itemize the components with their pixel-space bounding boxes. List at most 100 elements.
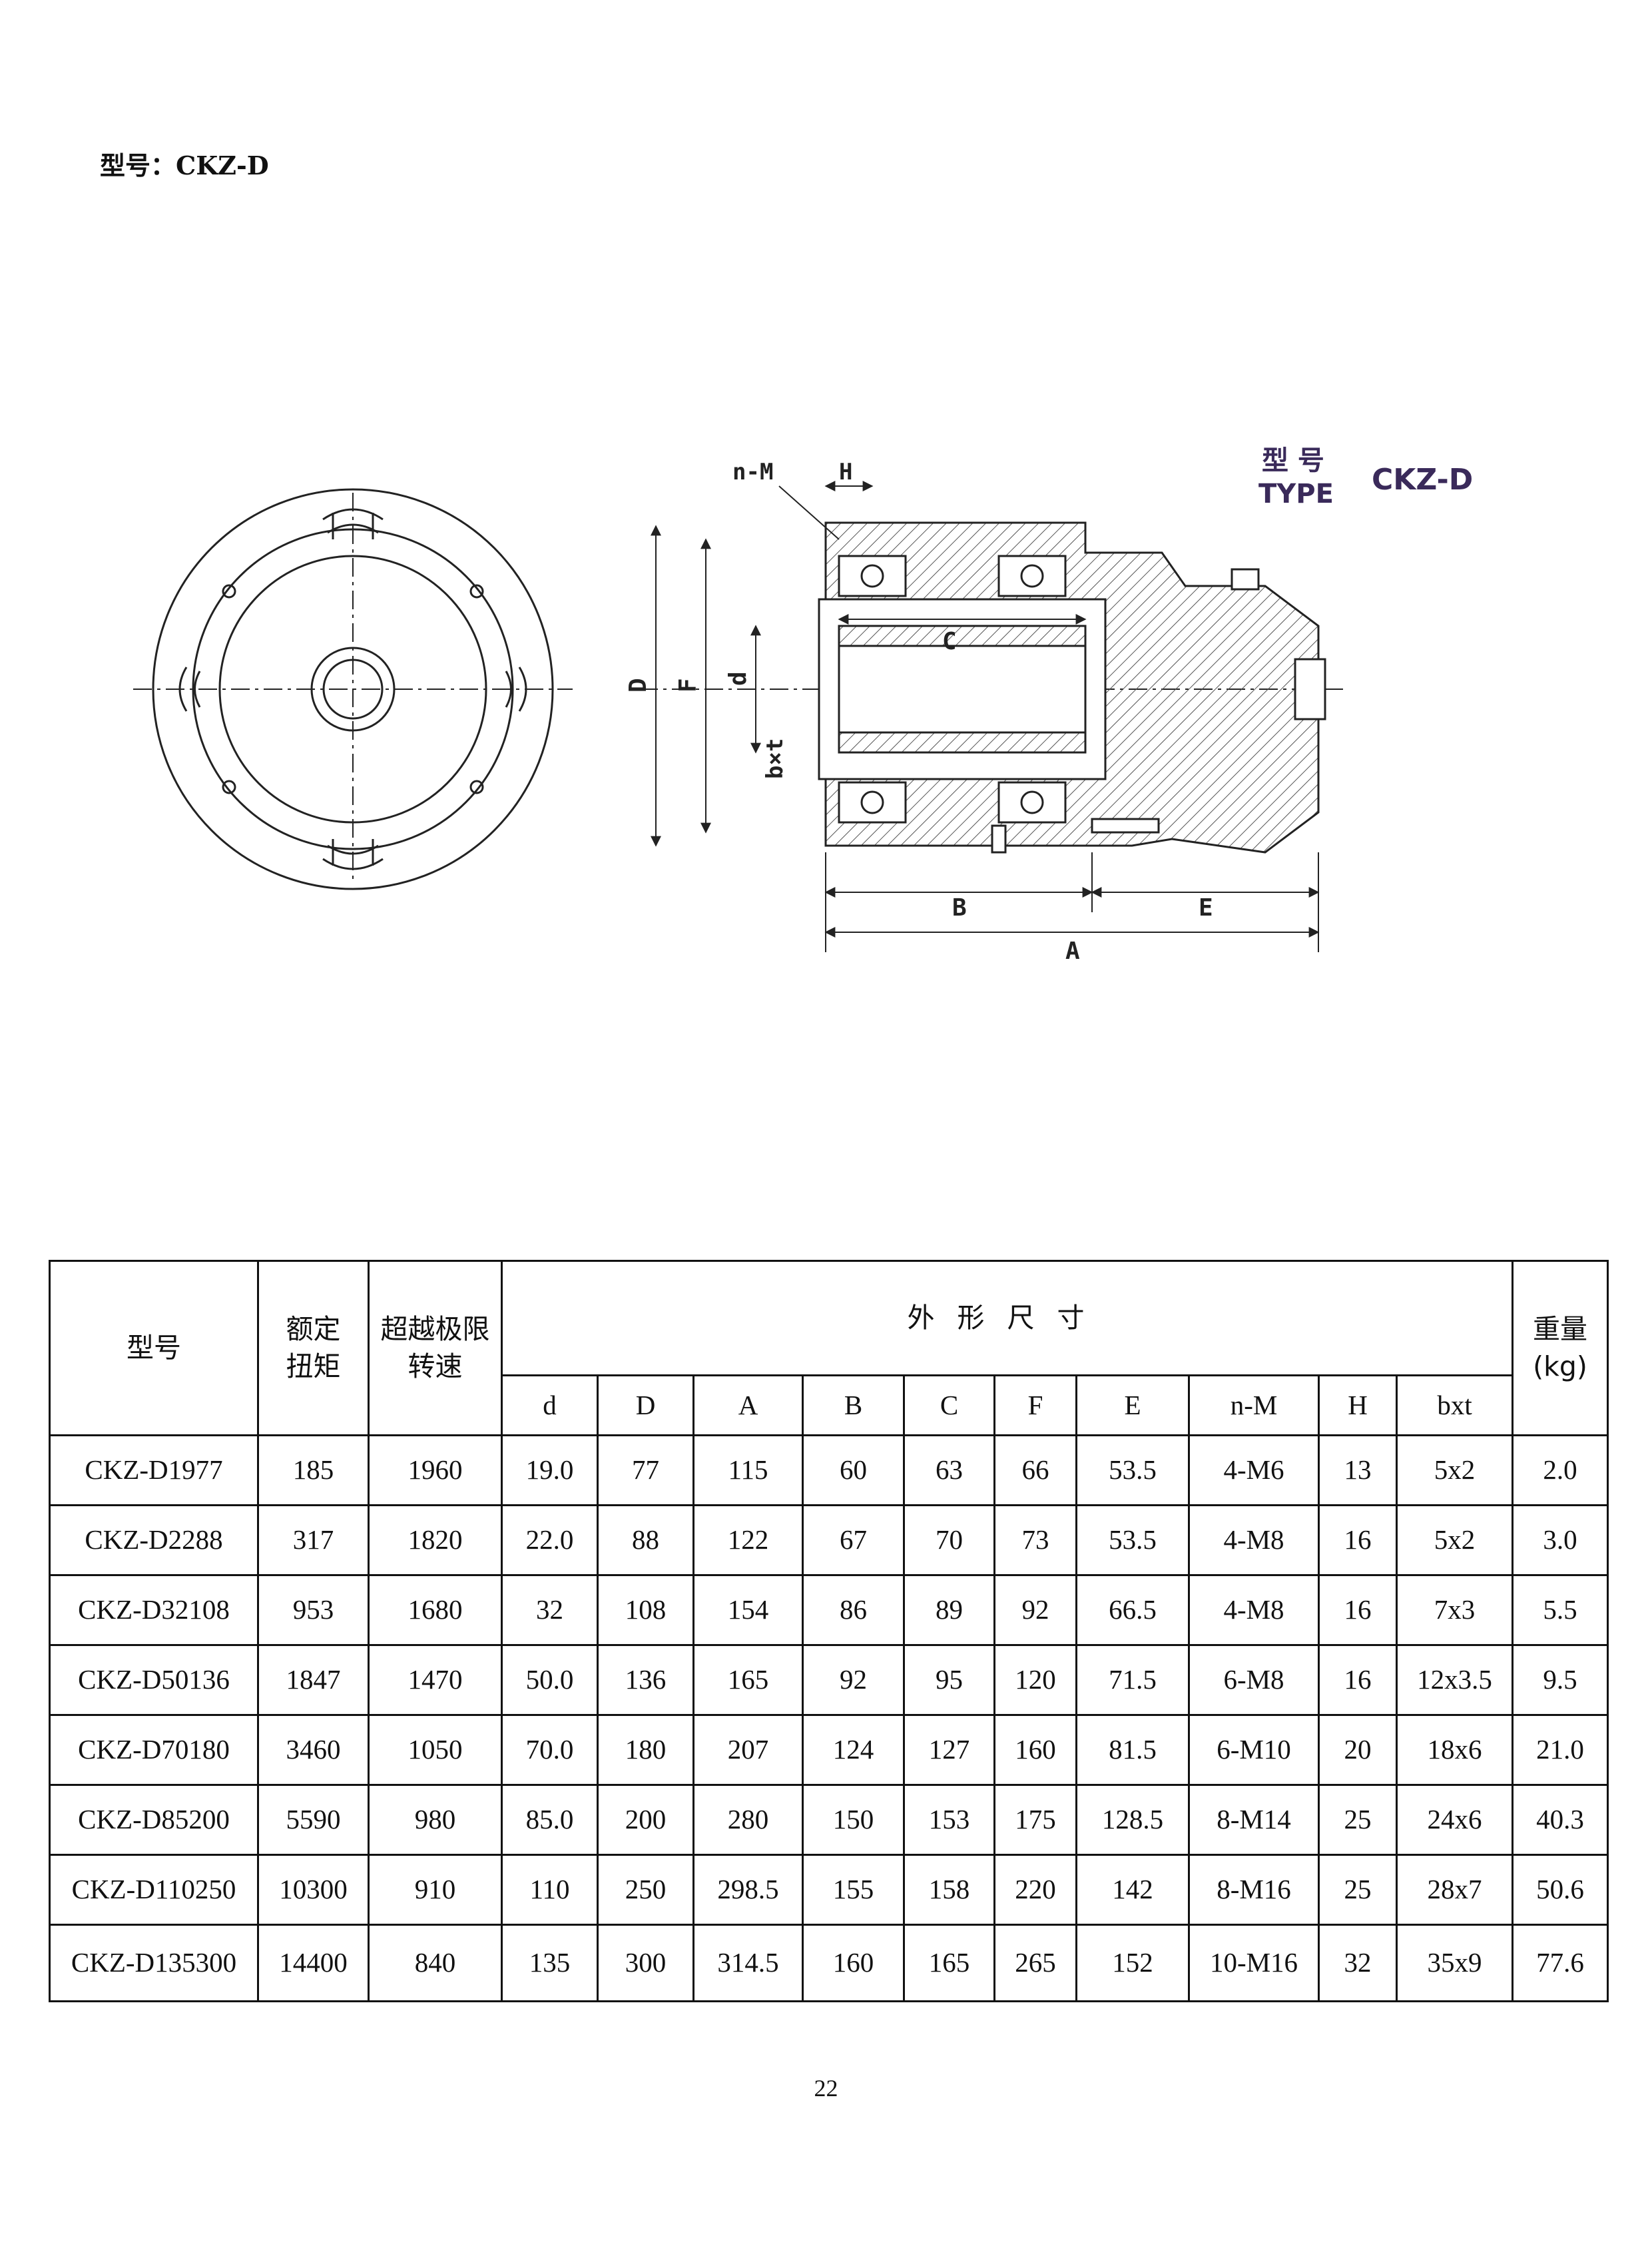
front-view [133, 488, 573, 890]
table-cell: 32 [1318, 1924, 1398, 2002]
table-cell: 200 [597, 1784, 694, 1856]
table-cell: 136 [597, 1644, 694, 1716]
table-cell: 70 [903, 1504, 995, 1576]
header-dim-C: C [903, 1374, 995, 1436]
table-cell: CKZ-D1977 [49, 1434, 259, 1506]
table-cell: 70.0 [501, 1714, 599, 1786]
table-cell: 81.5 [1075, 1714, 1190, 1786]
table-cell: CKZ-D50136 [49, 1644, 259, 1716]
table-cell: CKZ-D32108 [49, 1574, 259, 1646]
table-cell: 5x2 [1395, 1504, 1514, 1576]
table-cell: 207 [692, 1714, 804, 1786]
table-cell: 16 [1318, 1644, 1398, 1716]
header-dim-bxt: bxt [1395, 1374, 1514, 1436]
table-cell: 160 [802, 1924, 905, 2002]
header-speed-line2: 转速 [408, 1350, 463, 1382]
table-cell: 1050 [368, 1714, 503, 1786]
dimension-labels: n-M H D F d b×t C B E A 型 号 TYPE CKZ-D [625, 445, 1473, 965]
table-cell: 124 [802, 1714, 905, 1786]
table-cell: 73 [993, 1504, 1077, 1576]
label-F: F [675, 678, 702, 693]
label-nM: n-M [732, 459, 773, 485]
header-dim-d: d [501, 1374, 599, 1436]
table-cell: 63 [903, 1434, 995, 1506]
table-cell: 25 [1318, 1854, 1398, 1926]
table-cell: 3460 [257, 1714, 370, 1786]
label-H: H [839, 459, 852, 485]
table-cell: CKZ-D135300 [49, 1924, 259, 2002]
table-cell: 298.5 [692, 1854, 804, 1926]
table-cell: 180 [597, 1714, 694, 1786]
table-cell: 18x6 [1395, 1714, 1514, 1786]
table-cell: 158 [903, 1854, 995, 1926]
table-cell: 2.0 [1512, 1434, 1609, 1506]
bearings-bottom [838, 781, 1067, 824]
header-dim-H: H [1318, 1374, 1398, 1436]
table-cell: 110 [501, 1854, 599, 1926]
table-cell: 1680 [368, 1574, 503, 1646]
table-cell: 25 [1318, 1784, 1398, 1856]
label-D: D [625, 678, 652, 693]
type-label-en: TYPE [1258, 479, 1334, 509]
table-cell: 8-M16 [1188, 1854, 1320, 1926]
table-cell: 115 [692, 1434, 804, 1506]
label-C: C [942, 628, 957, 655]
table-cell: 53.5 [1075, 1434, 1190, 1506]
table-cell: 85.0 [501, 1784, 599, 1856]
table-cell: 60 [802, 1434, 905, 1506]
table-cell: 165 [692, 1644, 804, 1716]
type-label-cn: 型 号 [1262, 445, 1324, 476]
table-cell: 20 [1318, 1714, 1398, 1786]
page-heading: 型号：CKZ-D [100, 150, 269, 180]
header-dim-F: F [993, 1374, 1077, 1436]
table-cell: 71.5 [1075, 1644, 1190, 1716]
header-speed-line1: 超越极限 [380, 1313, 490, 1346]
type-value: CKZ-D [1372, 463, 1473, 497]
table-cell: 86 [802, 1574, 905, 1646]
spec-table: 型号 额定 扭矩 超越极限 转速 外形尺寸 重量 (kg) d D A B C … [49, 1260, 1609, 2002]
table-cell: 300 [597, 1924, 694, 2002]
header-dims-group: 外形尺寸 [500, 1260, 1514, 1376]
label-A: A [1065, 938, 1080, 965]
header-torque: 额定 扭矩 [257, 1260, 370, 1436]
table-cell: 127 [903, 1714, 995, 1786]
drawing-canvas: n-M H D F d b×t C B E A 型 号 TYPE CKZ-D [133, 445, 1473, 965]
table-cell: 16 [1318, 1574, 1398, 1646]
table-cell: 32 [501, 1574, 599, 1646]
header-dim-nM: n-M [1188, 1374, 1320, 1436]
section-view [639, 521, 1345, 854]
label-bxt: b×t [762, 738, 788, 779]
table-cell: 16 [1318, 1504, 1398, 1576]
table-cell: 13 [1318, 1434, 1398, 1506]
table-cell: 28x7 [1395, 1854, 1514, 1926]
table-cell: 89 [903, 1574, 995, 1646]
table-cell: 185 [257, 1434, 370, 1506]
table-cell: 22.0 [501, 1504, 599, 1576]
table-cell: 5x2 [1395, 1434, 1514, 1506]
label-B: B [952, 894, 967, 922]
table-cell: 21.0 [1512, 1714, 1609, 1786]
label-d: d [724, 671, 752, 686]
table-cell: 4-M8 [1188, 1504, 1320, 1576]
table-cell: 154 [692, 1574, 804, 1646]
table-cell: 53.5 [1075, 1504, 1190, 1576]
outer-flange-circle [152, 488, 554, 890]
header-weight-line1: 重量 [1533, 1313, 1588, 1346]
table-cell: 92 [993, 1574, 1077, 1646]
table-cell: 108 [597, 1574, 694, 1646]
table-cell: 66 [993, 1434, 1077, 1506]
table-cell: CKZ-D110250 [49, 1854, 259, 1926]
table-cell: 67 [802, 1504, 905, 1576]
table-cell: 8-M14 [1188, 1784, 1320, 1856]
table-cell: 5.5 [1512, 1574, 1609, 1646]
table-cell: 153 [903, 1784, 995, 1856]
header-torque-line2: 扭矩 [286, 1350, 341, 1382]
header-torque-line1: 额定 [286, 1313, 341, 1346]
table-cell: CKZ-D85200 [49, 1784, 259, 1856]
